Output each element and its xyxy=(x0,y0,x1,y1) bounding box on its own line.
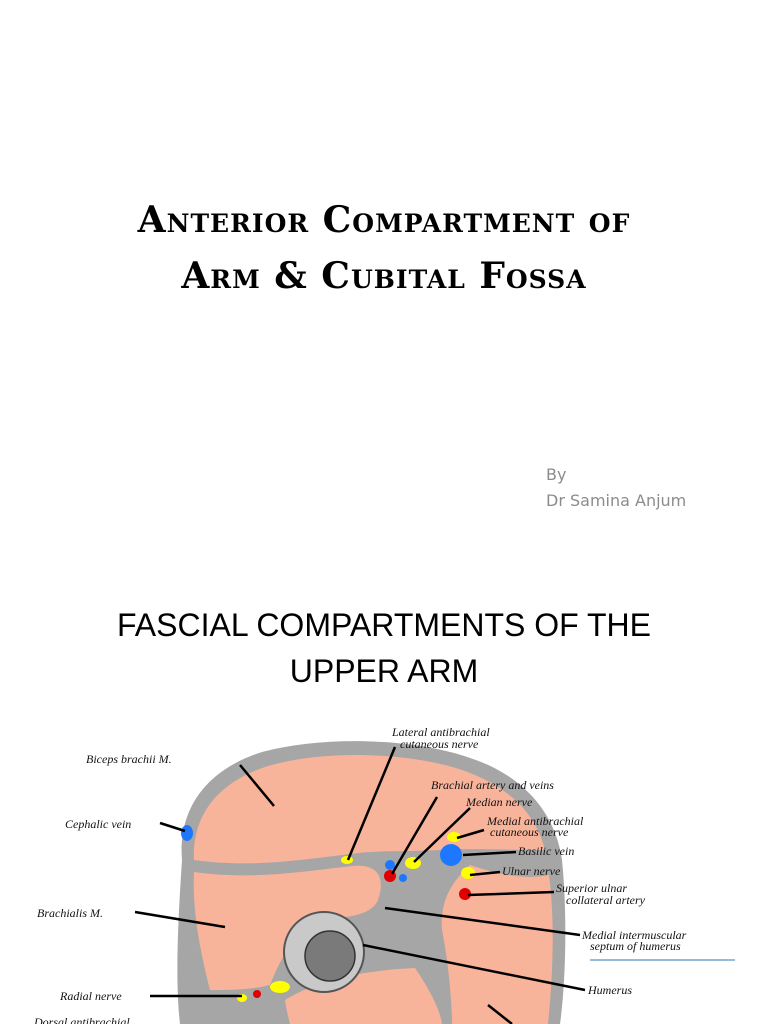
author-name: Dr Samina Anjum xyxy=(546,491,687,510)
label-medial-antibrachial-1: Medial antibrachial xyxy=(486,814,584,828)
label-medial-intermuscular-2: septum of humerus xyxy=(590,939,681,953)
superior-ulnar-artery-icon xyxy=(459,888,471,900)
label-biceps: Biceps brachii M. xyxy=(86,752,172,766)
label-medial-antibrachial-2: cutaneous nerve xyxy=(490,825,569,839)
basilic-vein-icon xyxy=(440,844,462,866)
lateral-antibrachial-nerve-icon xyxy=(341,856,353,864)
ulnar-nerve-icon xyxy=(461,867,475,879)
arm-cross-section-diagram: Lateral antibrachial cutaneous nerve Bic… xyxy=(33,725,735,1024)
radial-nerve-icon xyxy=(270,981,290,993)
label-brachial-artery: Brachial artery and veins xyxy=(431,778,554,792)
label-lateral-antibrachial-1: Lateral antibrachial xyxy=(391,725,490,739)
label-humerus: Humerus xyxy=(587,983,632,997)
label-superior-ulnar-1: Superior ulnar xyxy=(556,881,627,895)
content-slide-title: FASCIAL COMPARTMENTS OF THE UPPER ARM xyxy=(0,602,768,694)
label-radial-nerve: Radial nerve xyxy=(59,989,122,1003)
leader-lines xyxy=(134,746,586,1024)
label-cephalic-vein: Cephalic vein xyxy=(65,817,131,831)
slide-title-line-1: Anterior Compartment of xyxy=(137,199,631,241)
posterior-compartment xyxy=(441,865,553,1024)
label-dorsal-antibrachial: Dorsal antibrachial xyxy=(33,1015,130,1024)
by-label: By xyxy=(546,465,567,484)
humerus-marrow xyxy=(304,930,356,982)
content-title-line-2: UPPER ARM xyxy=(289,653,479,689)
title-slide: Anterior Compartment of Arm & Cubital Fo… xyxy=(0,192,768,514)
label-median-nerve: Median nerve xyxy=(465,795,533,809)
brachial-vein-icon xyxy=(385,860,395,870)
label-medial-intermuscular-1: Medial intermuscular xyxy=(581,928,687,942)
label-ulnar-nerve: Ulnar nerve xyxy=(502,864,561,878)
author-block: By Dr Samina Anjum xyxy=(546,462,686,514)
slide-title-line-2: Arm & Cubital Fossa xyxy=(181,255,587,297)
brachial-vein-2-icon xyxy=(399,874,407,882)
triceps-region xyxy=(285,968,442,1024)
content-title-line-1: FASCIAL COMPARTMENTS OF THE xyxy=(117,607,651,643)
radial-artery-icon xyxy=(253,990,261,998)
cephalic-vein-icon xyxy=(181,825,193,841)
brachialis-compartment xyxy=(193,865,381,990)
label-lateral-antibrachial-2: cutaneous nerve xyxy=(400,737,479,751)
label-brachialis: Brachialis M. xyxy=(37,906,103,920)
label-basilic-vein: Basilic vein xyxy=(518,844,574,858)
medial-antibrachial-nerve-icon xyxy=(447,832,461,842)
slide-title: Anterior Compartment of Arm & Cubital Fo… xyxy=(0,192,768,304)
label-superior-ulnar-2: collateral artery xyxy=(566,893,646,907)
